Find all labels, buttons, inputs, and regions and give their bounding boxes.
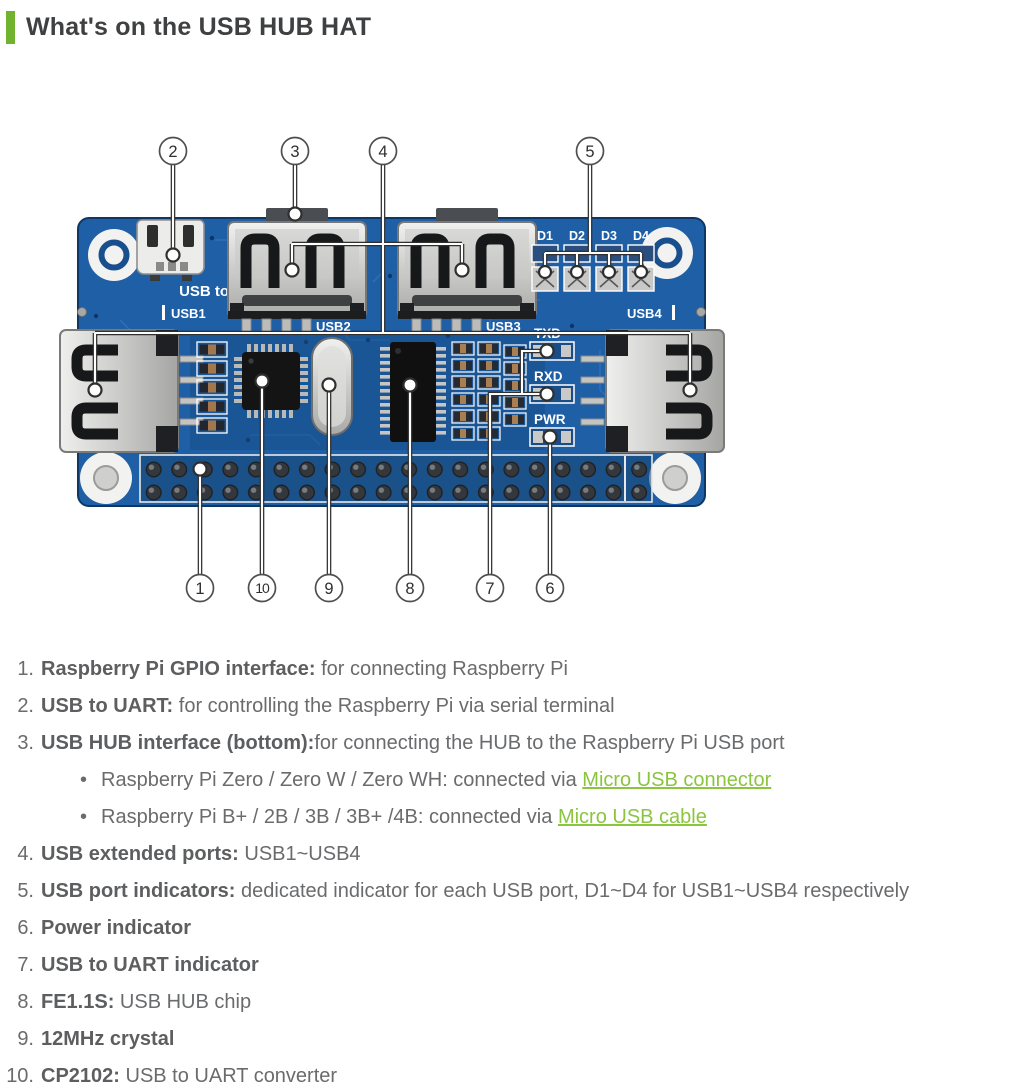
- list-item-3: 3. USB HUB interface (bottom):for connect…: [4, 731, 1034, 755]
- item-number: 6.: [17, 917, 34, 939]
- svg-text:10: 10: [255, 580, 270, 596]
- page-title: What's on the USB HUB HAT: [26, 12, 372, 41]
- item-text: USB1~USB4: [238, 843, 361, 865]
- item-term: Raspberry Pi GPIO interface:: [41, 658, 316, 680]
- callout-8: 8: [395, 573, 425, 603]
- item-term: USB extended ports:: [41, 843, 239, 865]
- item-number: 10.: [6, 1065, 34, 1087]
- usb4-port: [580, 329, 725, 453]
- item-text: USB HUB chip: [114, 991, 252, 1013]
- svg-text:8: 8: [405, 580, 414, 598]
- lead-endpoints: [87, 206, 698, 477]
- callout-leads: [87, 165, 698, 574]
- usb3-label: USB3: [486, 319, 521, 334]
- list-item-2: 2. USB to UART: for controlling the Raspb…: [4, 694, 1034, 718]
- sub-bullet-2: • Raspberry Pi B+ / 2B / 3B / 3B+ /4B: co…: [4, 805, 1034, 829]
- d1-label: D1: [537, 229, 553, 243]
- pcb-diagram: USB to UART USB2 USB3 USB1: [59, 136, 725, 603]
- usb1-tick: [162, 305, 165, 320]
- svg-text:6: 6: [545, 580, 554, 598]
- link-micro-usb-cable[interactable]: Micro USB cable: [557, 806, 707, 828]
- item-term: 12MHz crystal: [41, 1028, 175, 1050]
- micro-usb-connector: [136, 219, 205, 281]
- item-text: for controlling the Raspberry Pi via ser…: [173, 695, 615, 717]
- bullet-dot: •: [80, 769, 88, 791]
- item-term: FE1.1S:: [41, 991, 115, 1013]
- fe11s-chip: [380, 342, 446, 442]
- item-number: 7.: [17, 954, 34, 976]
- callout-2: 2: [158, 136, 188, 166]
- green-accent-bar: [6, 10, 15, 44]
- usb1-label: USB1: [171, 306, 206, 321]
- item-text: USB to UART converter: [119, 1065, 338, 1087]
- item-term: USB port indicators:: [41, 880, 236, 902]
- usb4-tick: [672, 305, 675, 320]
- usb1-port: [59, 329, 204, 453]
- list-item-9: 9. 12MHz crystal: [4, 1027, 1034, 1051]
- callout-4: 4: [368, 136, 398, 166]
- usb2-label: USB2: [316, 319, 351, 334]
- callouts-top: 2 3 4 5: [158, 136, 605, 166]
- item-term: USB HUB interface (bottom):: [41, 732, 315, 754]
- bullet-text: Raspberry Pi Zero / Zero W / Zero WH: co…: [101, 769, 583, 791]
- svg-text:4: 4: [378, 143, 387, 161]
- item-text: for connecting the HUB to the Raspberry …: [314, 732, 785, 754]
- svg-text:9: 9: [324, 580, 333, 598]
- item-number: 3.: [17, 732, 34, 754]
- callouts-bottom: 1 10 9 8 7 6: [185, 573, 565, 603]
- pwr-label: PWR: [534, 412, 566, 427]
- feature-list: 1. Raspberry Pi GPIO interface: for conne…: [4, 645, 1034, 1088]
- item-number: 4.: [17, 843, 34, 865]
- callout-9: 9: [314, 573, 344, 603]
- callout-10: 10: [247, 573, 277, 603]
- svg-text:2: 2: [168, 143, 177, 161]
- uart-and-power-leds: TXD RXD PWR: [529, 326, 575, 447]
- section-header: What's on the USB HUB HAT: [0, 0, 1034, 44]
- list-item-5: 5. USB port indicators: dedicated indicat…: [4, 879, 1034, 903]
- list-item-7: 7. USB to UART indicator: [4, 953, 1034, 977]
- svg-text:1: 1: [195, 580, 204, 598]
- bullet-text: Raspberry Pi B+ / 2B / 3B / 3B+ /4B: con…: [101, 806, 558, 828]
- list-item-6: 6. Power indicator: [4, 916, 1034, 940]
- d4-label: D4: [633, 229, 649, 243]
- rxd-label: RXD: [534, 369, 563, 384]
- usb4-label: USB4: [627, 306, 662, 321]
- item-number: 9.: [17, 1028, 34, 1050]
- svg-text:7: 7: [485, 580, 494, 598]
- item-number: 8.: [17, 991, 34, 1013]
- sub-bullet-1: • Raspberry Pi Zero / Zero W / Zero WH: c…: [4, 768, 1034, 792]
- callout-7: 7: [475, 573, 505, 603]
- callout-1: 1: [185, 573, 215, 603]
- gpio-header: [139, 454, 653, 503]
- item-number: 2.: [17, 695, 34, 717]
- edge-solder-dot: [77, 307, 87, 317]
- item-number: 1.: [17, 658, 34, 680]
- svg-text:3: 3: [290, 143, 299, 161]
- item-term: Power indicator: [41, 917, 192, 939]
- item-term: CP2102:: [41, 1065, 120, 1087]
- d3-label: D3: [601, 229, 617, 243]
- bullet-dot: •: [80, 806, 88, 828]
- item-text: for connecting Raspberry Pi: [315, 658, 568, 680]
- item-text: dedicated indicator for each USB port, D…: [235, 880, 910, 902]
- item-term: USB to UART indicator: [41, 954, 259, 976]
- edge-solder-dot: [696, 307, 706, 317]
- item-term: USB to UART:: [41, 695, 174, 717]
- callout-6: 6: [535, 573, 565, 603]
- d2-label: D2: [569, 229, 585, 243]
- cp2102-chip: [234, 344, 308, 418]
- link-micro-usb-connector[interactable]: Micro USB connector: [582, 769, 772, 791]
- list-item-1: 1. Raspberry Pi GPIO interface: for conne…: [4, 657, 1034, 681]
- callout-3: 3: [280, 136, 310, 166]
- callout-5: 5: [575, 136, 605, 166]
- list-item-4: 4. USB extended ports: USB1~USB4: [4, 842, 1034, 866]
- list-item-10: 10. CP2102: USB to UART converter: [4, 1064, 1034, 1088]
- list-item-8: 8. FE1.1S: USB HUB chip: [4, 990, 1034, 1014]
- svg-text:5: 5: [585, 143, 594, 161]
- item-number: 5.: [17, 880, 34, 902]
